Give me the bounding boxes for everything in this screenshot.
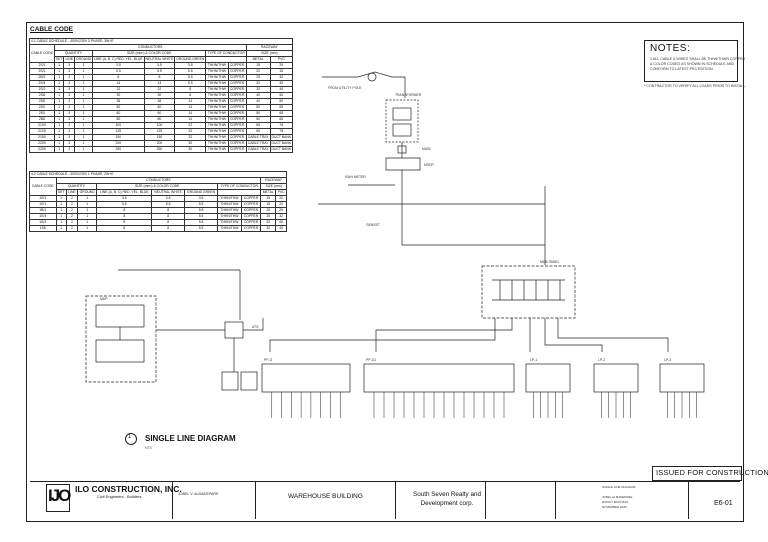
- table-cell: 1: [53, 146, 65, 153]
- title-block-divider: [555, 481, 556, 519]
- label-ppg1: PP-G1: [366, 358, 376, 362]
- client-name: South Seven Realty and Development corp.: [413, 491, 481, 507]
- table-cell: CABLE TRAY: [245, 146, 271, 153]
- label-main: MAIN: [422, 147, 431, 151]
- table-cell: 1: [77, 225, 98, 232]
- title-block-divider: [485, 481, 486, 519]
- table-cell: COPPER: [227, 146, 247, 153]
- checked-by: RODGY BAUTISTA: [602, 500, 629, 504]
- diagram-title: SINGLE LINE DIAGRAM: [145, 434, 236, 443]
- issued-stamp-box: [652, 466, 742, 481]
- company-tagline: Civil Engineers , Builders: [97, 494, 142, 499]
- table-cell: 8: [96, 225, 153, 232]
- label-lp2: LP-2: [598, 358, 605, 362]
- detail-number: 1: [128, 434, 132, 440]
- note-line: 1.ALL CABLE & WIRES SHALL BE THHN/THWN C…: [650, 57, 746, 61]
- title-block-divider: [255, 481, 256, 519]
- title-block: [30, 481, 740, 520]
- cable-schedule-1phase: 4.2 CABLE SCHEDULE - 400V/230V 1 PHASE, …: [29, 171, 287, 232]
- table-cell: 32: [260, 225, 277, 232]
- label-genset: GENSET: [366, 223, 380, 227]
- label-lp1: LP-1: [530, 358, 537, 362]
- label-lp3: LP-3: [664, 358, 671, 362]
- company-name: ILO CONSTRUCTION, INC.: [75, 484, 182, 494]
- note-line: CONFORM TO LATEST PEC EDITION.: [650, 67, 714, 71]
- detail-number-circle: [125, 433, 137, 445]
- table-cell: 40: [275, 225, 287, 232]
- project-title: WAREHOUSE BUILDING: [288, 493, 363, 500]
- table-cell: 2250: [29, 146, 55, 153]
- table-cell: COPPER: [240, 225, 262, 232]
- label-utility: FROM UTILITY POLE: [328, 86, 362, 90]
- drawing-sheet-border: [26, 22, 744, 522]
- cable-code-title: CABLE CODE: [30, 26, 73, 33]
- date: NOVEMBER 2020: [602, 505, 627, 509]
- table-cell: DUCT BANK: [269, 146, 294, 153]
- label-ats: ATS: [252, 325, 259, 329]
- label-transformer: TRANSFORMER: [395, 93, 422, 97]
- notes-box: [644, 40, 738, 82]
- note-line: * CONTRACTOR TO VERIFY ALL LOADS PRIOR T…: [644, 84, 747, 88]
- label-ppg: PP-G: [264, 358, 273, 362]
- title-block-divider: [172, 481, 173, 519]
- issued-stamp: ISSUED FOR CONSTRUCTION: [656, 468, 768, 477]
- note-line: & COLOR CODED AS SHOWN IN SCHEDULE AND: [650, 62, 735, 66]
- table-cell: 1: [55, 225, 67, 232]
- table-cell: 2: [65, 225, 79, 232]
- designer-name: JOBEL V. ALMADEPARE: [178, 492, 219, 496]
- table-cell: 1: [74, 146, 94, 153]
- sheet-contents: SINGLE LINE DIAGRAM: [602, 485, 636, 489]
- label-mdb-panel: MDB-PANEL: [540, 260, 560, 264]
- label-msdp: MSDP: [424, 163, 435, 167]
- cable-schedule-3phase: 4.1 CABLE SCHEDULE - 400V/230V 3 PHASE, …: [28, 38, 294, 153]
- company-logo-mark: IJO: [48, 486, 71, 505]
- table-cell: 250: [92, 146, 145, 153]
- label-meter: KWH METER: [345, 175, 366, 179]
- label-mdp: MDP: [100, 297, 108, 301]
- sheet-number: E6-01: [714, 500, 733, 507]
- diagram-scale: NTS: [145, 446, 152, 450]
- title-block-divider: [688, 481, 689, 519]
- notes-title: NOTES:: [650, 43, 691, 54]
- company-logo: [46, 484, 70, 512]
- drawn-by: JOBEL ALMADEPARE: [602, 495, 633, 499]
- table-cell: 5.5: [183, 225, 219, 232]
- title-block-divider: [395, 481, 396, 519]
